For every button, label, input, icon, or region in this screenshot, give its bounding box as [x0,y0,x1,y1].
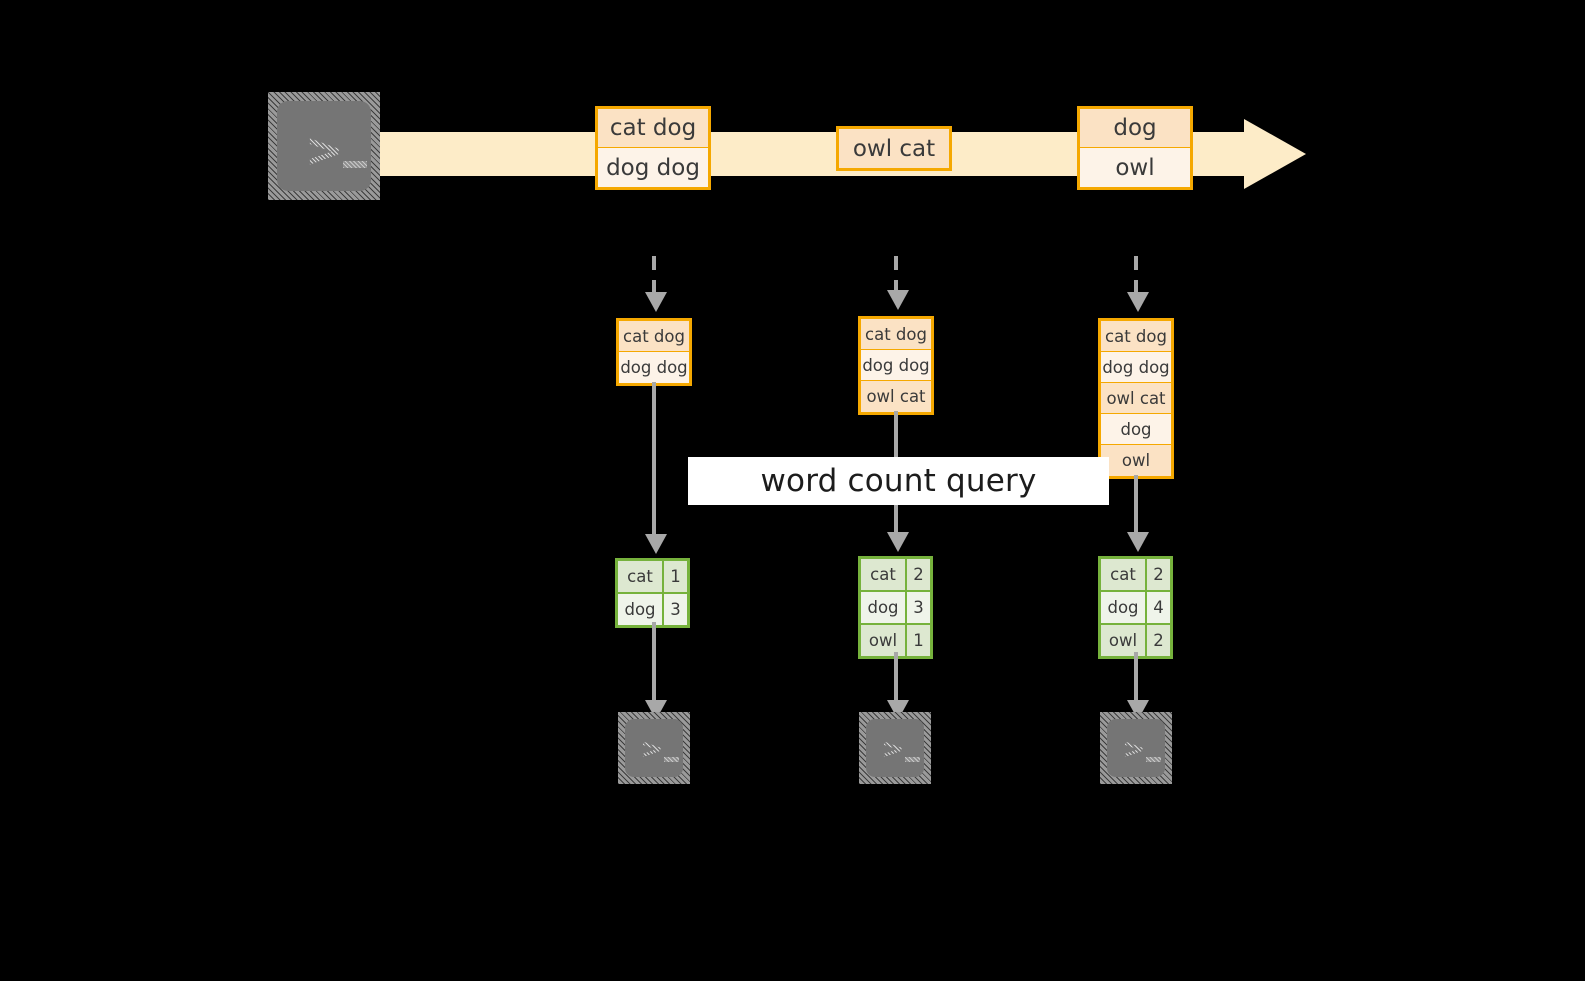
stream-batch-1: cat dog dog dog [595,106,711,190]
source-terminal-icon: > [268,92,380,200]
stream-batch-line: owl [1080,148,1190,187]
word-count-result-3: cat 2 dog 4 owl 2 [1098,556,1173,659]
result-word: owl [1101,625,1147,656]
terminal-screen: > [277,101,371,191]
record-row: dog dog [861,350,931,381]
result-count: 4 [1147,592,1170,623]
snapshot-trigger-line-3 [1134,256,1138,294]
terminal-prompt-glyph: > [305,123,344,177]
query-line-3 [1134,475,1138,536]
snapshot-trigger-line-2 [894,256,898,292]
result-word: owl [861,625,907,656]
result-count: 2 [1147,625,1170,656]
sink-line-1 [652,622,656,704]
result-count: 3 [907,592,930,623]
terminal-prompt-glyph: > [881,732,905,765]
result-row: cat 1 [618,561,687,594]
result-word: cat [1101,559,1147,590]
terminal-cursor-glyph [343,161,367,168]
result-row: dog 4 [1101,592,1170,625]
sink-line-2 [894,652,898,704]
query-arrow-1 [645,534,667,554]
result-row: cat 2 [1101,559,1170,592]
record-row: dog dog [619,352,689,383]
record-row: dog dog [1101,352,1171,383]
result-count: 1 [664,561,687,592]
terminal-screen: > [1107,719,1165,777]
terminal-screen: > [866,719,924,777]
stream-batch-line: cat dog [598,109,708,148]
query-line-1 [652,382,656,538]
stream-arrow-head [1244,119,1306,189]
result-word: cat [861,559,907,590]
snapshot-trigger-arrow-2 [887,290,909,310]
accumulated-records-3: cat dog dog dog owl cat dog owl [1098,318,1174,479]
sink-terminal-icon-1: > [618,712,690,784]
snapshot-trigger-arrow-3 [1127,292,1149,312]
sink-line-3 [1134,652,1138,704]
result-word: dog [1101,592,1147,623]
terminal-prompt-glyph: > [1122,732,1146,765]
terminal-glyphs: > [1107,719,1165,777]
result-count: 2 [907,559,930,590]
query-arrow-3 [1127,532,1149,552]
record-row: dog [1101,414,1171,445]
snapshot-trigger-arrow-1 [645,292,667,312]
result-word: dog [861,592,907,623]
result-count: 3 [664,594,687,625]
word-count-result-2: cat 2 dog 3 owl 1 [858,556,933,659]
accumulated-records-1: cat dog dog dog [616,318,692,386]
record-row: cat dog [1101,321,1171,352]
terminal-screen: > [625,719,683,777]
result-row: dog 3 [618,594,687,625]
record-row: owl [1101,445,1171,476]
result-word: cat [618,561,664,592]
stream-batch-line: dog [1080,109,1190,148]
stream-batch-2: owl cat [836,126,952,171]
query-banner: word count query [688,457,1109,505]
record-row: owl cat [1101,383,1171,414]
snapshot-trigger-line-1 [652,256,656,294]
result-row: owl 1 [861,625,930,656]
word-count-result-1: cat 1 dog 3 [615,558,690,628]
record-row: cat dog [619,321,689,352]
stream-batch-line: dog dog [598,148,708,187]
stream-batch-line: owl cat [839,129,949,168]
result-row: cat 2 [861,559,930,592]
record-row: cat dog [861,319,931,350]
terminal-glyphs: > [625,719,683,777]
terminal-prompt-glyph: > [640,732,664,765]
terminal-glyphs: > [866,719,924,777]
result-word: dog [618,594,664,625]
terminal-glyphs: > [277,101,371,191]
result-count: 1 [907,625,930,656]
record-row: owl cat [861,381,931,412]
query-arrow-2 [887,532,909,552]
terminal-cursor-glyph [905,757,920,762]
result-row: owl 2 [1101,625,1170,656]
sink-terminal-icon-2: > [859,712,931,784]
result-row: dog 3 [861,592,930,625]
terminal-cursor-glyph [1146,757,1161,762]
sink-terminal-icon-3: > [1100,712,1172,784]
stream-batch-3: dog owl [1077,106,1193,190]
terminal-cursor-glyph [664,757,679,762]
accumulated-records-2: cat dog dog dog owl cat [858,316,934,415]
result-count: 2 [1147,559,1170,590]
